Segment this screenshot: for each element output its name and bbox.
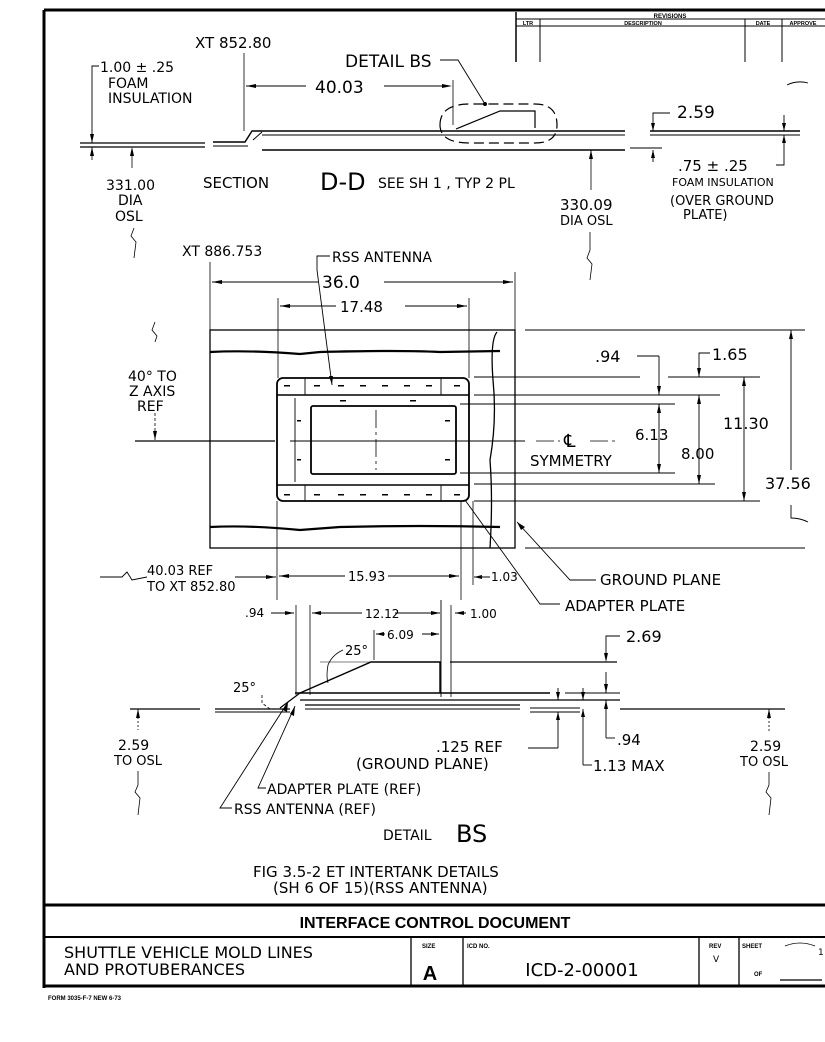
rev-value: V <box>713 955 720 965</box>
rev-col-ltr: LTR <box>523 21 533 27</box>
icd-header: INTERFACE CONTROL DOCUMENT <box>300 915 571 932</box>
ground-plane-ref-label: (GROUND PLANE) <box>356 755 489 773</box>
left-osl-label: TO OSL <box>113 754 163 769</box>
angle-ref-1: 40° TO <box>128 369 177 385</box>
rss-antenna-label: RSS ANTENNA <box>332 250 432 266</box>
plan-xt-station: XT 886.753 <box>182 244 262 260</box>
size-label: SIZE <box>422 944 435 950</box>
sheet-label: SHEET <box>742 944 762 950</box>
figure-caption-line2: (SH 6 OF 15)(RSS ANTENNA) <box>273 879 488 897</box>
sheet-value: 1 <box>818 948 824 958</box>
foam-thickness-right: .75 ± .25 <box>678 157 748 175</box>
dim-1-03: 1.03 <box>491 570 518 584</box>
dim-1-13-max: 1.13 MAX <box>593 757 665 775</box>
drawing-title-line2: AND PROTUBERANCES <box>64 960 245 979</box>
rev-col-description: DESCRIPTION <box>624 21 662 27</box>
dim-1-00: 1.00 <box>470 607 497 621</box>
figure-caption-line1: FIG 3.5-2 ET INTERTANK DETAILS <box>253 863 499 881</box>
section-label-suffix: SEE SH 1 , TYP 2 PL <box>378 176 515 192</box>
dim-094-detail-b: .94 <box>617 731 641 749</box>
angle-ref-3: REF <box>137 399 164 415</box>
insulation-label-left: INSULATION <box>108 91 193 107</box>
section-d-d-view: XT 852.80 40.03 DETAIL BS 1.00 ± .25 FOA… <box>80 34 809 281</box>
rss-antenna-ref: RSS ANTENNA (REF) <box>234 802 376 818</box>
dim-165: 1.65 <box>712 345 748 364</box>
icd-no-label: ICD NO. <box>467 944 490 950</box>
dim-800: 8.00 <box>681 445 714 463</box>
rev-col-approve: APPROVE <box>790 21 817 27</box>
detail-bs-view: .94 12.12 1.00 6.09 25° <box>113 600 789 848</box>
adapter-plate-label: ADAPTER PLATE <box>565 597 685 615</box>
dim-094-plan: .94 <box>595 347 620 366</box>
dim-094-detail: .94 <box>245 606 264 620</box>
centerline-symbol: ℄ <box>563 431 576 452</box>
detail-bs-callout: DETAIL BS <box>345 52 432 72</box>
right-osl-dim: 2.59 <box>750 739 781 755</box>
icd-number: ICD-2-00001 <box>525 960 638 981</box>
section-xt-station: XT 852.80 <box>195 34 271 52</box>
section-label-letters: D-D <box>320 168 366 196</box>
foam-label-left: FOAM <box>108 76 148 92</box>
dia-331: 331.00 <box>106 178 155 194</box>
dim-12-12: 12.12 <box>365 607 399 621</box>
dim-40-03: 40.03 <box>315 78 364 98</box>
dia-330: 330.09 <box>560 196 613 214</box>
drawing-title-line1: SHUTTLE VEHICLE MOLD LINES <box>64 943 313 962</box>
foam-thickness-left: 1.00 ± .25 <box>100 60 174 76</box>
right-osl-label: TO OSL <box>739 755 789 770</box>
angle-25-left: 25° <box>233 681 256 696</box>
revisions-block: REVISIONS LTR DESCRIPTION DATE APPROVE <box>515 12 825 62</box>
over-ground-label: (OVER GROUND <box>670 194 774 209</box>
dim-1130: 11.30 <box>723 414 769 433</box>
revisions-title: REVISIONS <box>654 14 687 20</box>
rev-label: REV <box>709 944 721 950</box>
title-block: INTERFACE CONTROL DOCUMENT SHUTTLE VEHIC… <box>44 903 825 986</box>
dim-3756: 37.56 <box>765 474 811 493</box>
detail-title-prefix: DETAIL <box>383 828 432 844</box>
ground-plane-ref-dim: .125 REF <box>436 738 503 756</box>
angle-25-top: 25° <box>345 644 368 659</box>
symmetry-label: SYMMETRY <box>530 452 613 470</box>
form-number: FORM 3035-F-7 NEW 6-73 <box>48 996 122 1002</box>
sheet-border <box>42 8 825 988</box>
dim-2-59-top: 2.59 <box>677 103 715 123</box>
dim-6-09: 6.09 <box>387 628 414 642</box>
plan-view: .94 1.65 11.30 6.13 8.00 37.56 ℄ SYMMETR… <box>100 244 811 615</box>
dim-36-0: 36.0 <box>322 273 360 293</box>
of-label: OF <box>754 972 763 978</box>
rev-col-date: DATE <box>756 21 771 27</box>
ground-plane-label: GROUND PLANE <box>600 571 721 589</box>
dim-2-69: 2.69 <box>626 627 662 646</box>
ref-xt-852: TO XT 852.80 <box>146 580 236 595</box>
size-value: A <box>423 963 437 985</box>
dia-331-osl: OSL <box>115 209 143 225</box>
fastener-marks <box>284 385 460 496</box>
dia-330-label: DIA OSL <box>560 214 613 229</box>
dia-331-label: DIA <box>118 193 143 209</box>
ref-40-03: 40.03 REF <box>147 564 213 579</box>
foam-label-right: FOAM INSULATION <box>672 176 774 189</box>
section-label-prefix: SECTION <box>203 174 269 192</box>
detail-title-letters: BS <box>456 820 487 848</box>
dim-613: 6.13 <box>635 426 668 444</box>
dim-15-93: 15.93 <box>348 570 385 585</box>
left-osl-dim: 2.59 <box>118 738 149 754</box>
dim-17-48: 17.48 <box>340 298 383 316</box>
adapter-plate-ref: ADAPTER PLATE (REF) <box>267 782 421 798</box>
plate-label: PLATE) <box>683 208 728 223</box>
angle-ref-2: Z AXIS <box>129 384 175 400</box>
